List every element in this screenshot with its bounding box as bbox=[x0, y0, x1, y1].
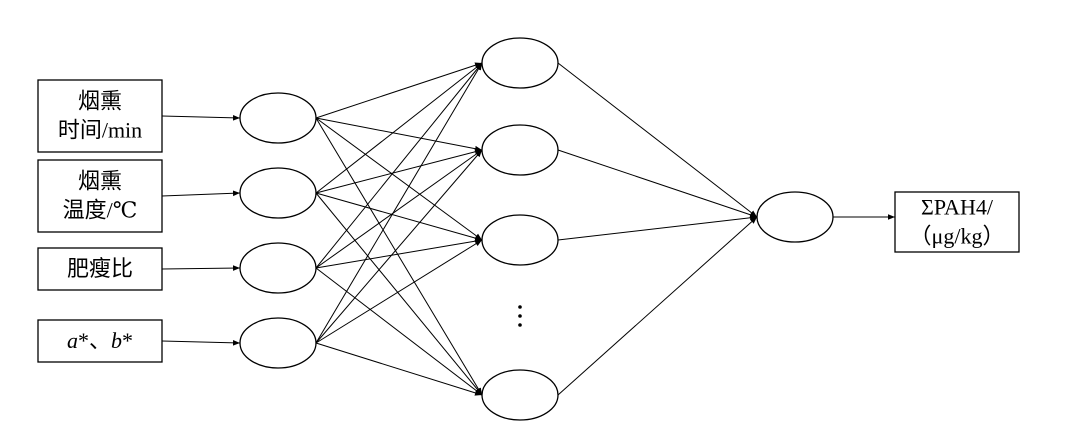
edge-in1-hid3 bbox=[315, 117, 483, 241]
input-label-2-text: 温度/℃ bbox=[63, 198, 138, 223]
input-box-1 bbox=[37, 79, 163, 153]
input-node-1 bbox=[239, 92, 317, 144]
edge-in2-hid2 bbox=[315, 149, 483, 194]
input-label-1-text: 烟熏 bbox=[78, 89, 122, 114]
output-box bbox=[894, 191, 1020, 253]
input-label-1-line-2: 时间/min bbox=[58, 118, 142, 143]
input-label-4-text: a bbox=[67, 328, 78, 353]
output-label-line-2: （μg/kg） bbox=[910, 224, 1005, 249]
hidden-node-3 bbox=[481, 214, 559, 266]
edge-in2-hid1 bbox=[315, 62, 483, 194]
input-label-1-text: 时间/min bbox=[58, 118, 142, 143]
edge-in1-hid4 bbox=[315, 117, 483, 396]
edge-hid3-out bbox=[557, 215, 758, 241]
output-label-text: （μg/kg） bbox=[910, 224, 1005, 249]
input-label-4-text: b bbox=[111, 328, 122, 353]
connection-edges bbox=[161, 62, 895, 396]
edge-in4-hid3 bbox=[315, 239, 483, 344]
input-box-4 bbox=[37, 319, 163, 363]
edge-in1-hid2 bbox=[315, 117, 483, 152]
input-box-2 bbox=[37, 159, 163, 233]
hidden-ellipsis-icon bbox=[518, 305, 522, 327]
input-box-3 bbox=[37, 247, 163, 291]
edge-in3-hid1 bbox=[315, 62, 483, 269]
input-label-4-line-1: a*、b* bbox=[67, 328, 133, 353]
edge-hid2-out bbox=[557, 149, 758, 218]
input-label-3-text: 肥瘦比 bbox=[67, 256, 133, 281]
io-boxes bbox=[37, 79, 1020, 363]
edge-hid4-out bbox=[557, 216, 758, 396]
input-label-4-text: *、 bbox=[78, 328, 111, 353]
edge-in3-hid4 bbox=[315, 267, 483, 396]
output-label-text: ΣPAH4/ bbox=[921, 195, 994, 220]
output-label-line-1: ΣPAH4/ bbox=[921, 195, 994, 220]
output-node bbox=[756, 191, 834, 243]
hidden-node-2 bbox=[481, 124, 559, 176]
hidden-node-1 bbox=[481, 37, 559, 89]
input-arrow-4 bbox=[161, 340, 241, 346]
edge-in4-hid2 bbox=[315, 149, 483, 344]
input-label-2-line-1: 烟熏 bbox=[78, 169, 122, 194]
input-label-2-line-2: 温度/℃ bbox=[63, 198, 138, 223]
edge-in1-hid1 bbox=[315, 62, 483, 119]
input-node-4 bbox=[239, 317, 317, 369]
input-arrow-3 bbox=[161, 265, 241, 271]
edge-in4-hid4 bbox=[315, 342, 483, 396]
edge-hid1-out bbox=[557, 62, 758, 218]
input-arrow-2 bbox=[161, 190, 241, 197]
edge-in4-hid1 bbox=[315, 62, 483, 344]
input-label-2-text: 烟熏 bbox=[78, 169, 122, 194]
edge-in3-hid3 bbox=[315, 238, 483, 269]
input-node-2 bbox=[239, 167, 317, 219]
input-label-4-text: * bbox=[122, 328, 133, 353]
edge-in3-hid2 bbox=[315, 149, 483, 269]
neuron-nodes bbox=[239, 37, 834, 421]
input-label-1-line-1: 烟熏 bbox=[78, 89, 122, 114]
input-node-3 bbox=[239, 242, 317, 294]
input-arrow-1 bbox=[161, 115, 241, 121]
edge-in2-hid4 bbox=[315, 192, 483, 396]
edge-in2-hid3 bbox=[315, 192, 483, 241]
input-label-3-line-1: 肥瘦比 bbox=[67, 256, 133, 281]
hidden-node-4 bbox=[481, 369, 559, 421]
